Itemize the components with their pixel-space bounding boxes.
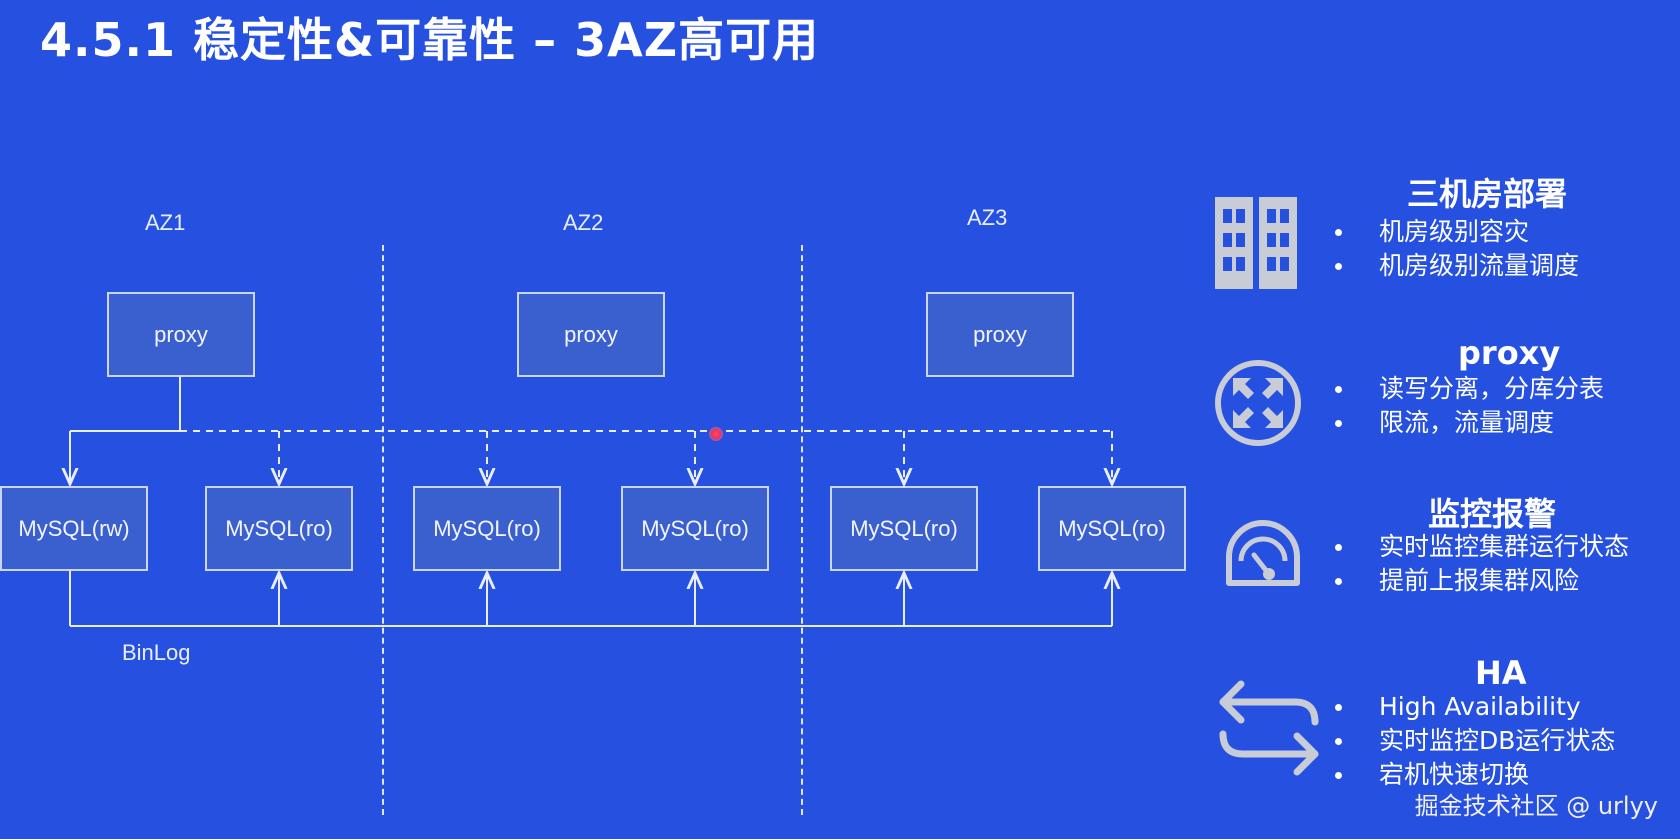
mysql-ro-node-2: MySQL(ro) (413, 486, 561, 571)
proxy-node-az1: proxy (107, 292, 255, 377)
server-rack-icon (1215, 197, 1297, 294)
list-item: 实时监控集群运行状态 (1335, 530, 1629, 564)
feature-multi-room: 三机房部署 机房级别容灾 机房级别流量调度 (1215, 165, 1680, 295)
az-separator-1 (382, 245, 384, 815)
feature-list: 机房级别容灾 机房级别流量调度 (1335, 215, 1579, 283)
proxy-node-az2: proxy (517, 292, 665, 377)
mysql-ro-node-5: MySQL(ro) (1038, 486, 1186, 571)
feature-title: 三机房部署 (1407, 175, 1568, 213)
list-item: 实时监控DB运行状态 (1335, 724, 1615, 758)
feature-title: proxy (1458, 334, 1561, 372)
mysql-ro-node-3: MySQL(ro) (621, 486, 769, 571)
feature-title: HA (1475, 654, 1527, 692)
proxy-arrows-icon (1213, 358, 1303, 453)
feature-proxy: proxy 读写分离，分库分表 限流，流量调度 (1215, 330, 1680, 450)
az3-label: AZ3 (967, 205, 1008, 230)
feature-list: 实时监控集群运行状态 提前上报集群风险 (1335, 530, 1629, 598)
binlog-label: BinLog (122, 640, 191, 665)
feature-title: 监控报警 (1428, 495, 1557, 533)
list-item: 提前上报集群风险 (1335, 564, 1629, 598)
page-title: 4.5.1 稳定性&可靠性 – 3AZ高可用 (40, 13, 820, 67)
laser-pointer-dot (709, 427, 723, 441)
az2-label: AZ2 (563, 210, 604, 235)
switch-arrows-icon (1215, 678, 1323, 783)
az-separator-2 (801, 245, 803, 815)
list-item: 机房级别容灾 (1335, 215, 1579, 249)
list-item: High Availability (1335, 690, 1615, 724)
feature-list: High Availability 实时监控DB运行状态 宕机快速切换 (1335, 690, 1615, 792)
list-item: 机房级别流量调度 (1335, 249, 1579, 283)
list-item: 限流，流量调度 (1335, 406, 1604, 440)
mysql-ro-node-4: MySQL(ro) (830, 486, 978, 571)
feature-ha: HA High Availability 实时监控DB运行状态 宕机快速切换 (1215, 652, 1680, 802)
proxy-node-az3: proxy (926, 292, 1074, 377)
gauge-icon (1223, 517, 1303, 594)
mysql-ro-node-1: MySQL(ro) (205, 486, 353, 571)
az1-label: AZ1 (145, 210, 186, 235)
watermark: 掘金技术社区 @ urlyy (1414, 792, 1658, 820)
list-item: 读写分离，分库分表 (1335, 372, 1604, 406)
mysql-rw-node: MySQL(rw) (0, 486, 148, 571)
feature-monitoring: 监控报警 实时监控集群运行状态 提前上报集群风险 (1215, 485, 1680, 605)
feature-list: 读写分离，分库分表 限流，流量调度 (1335, 372, 1604, 440)
list-item: 宕机快速切换 (1335, 758, 1615, 792)
